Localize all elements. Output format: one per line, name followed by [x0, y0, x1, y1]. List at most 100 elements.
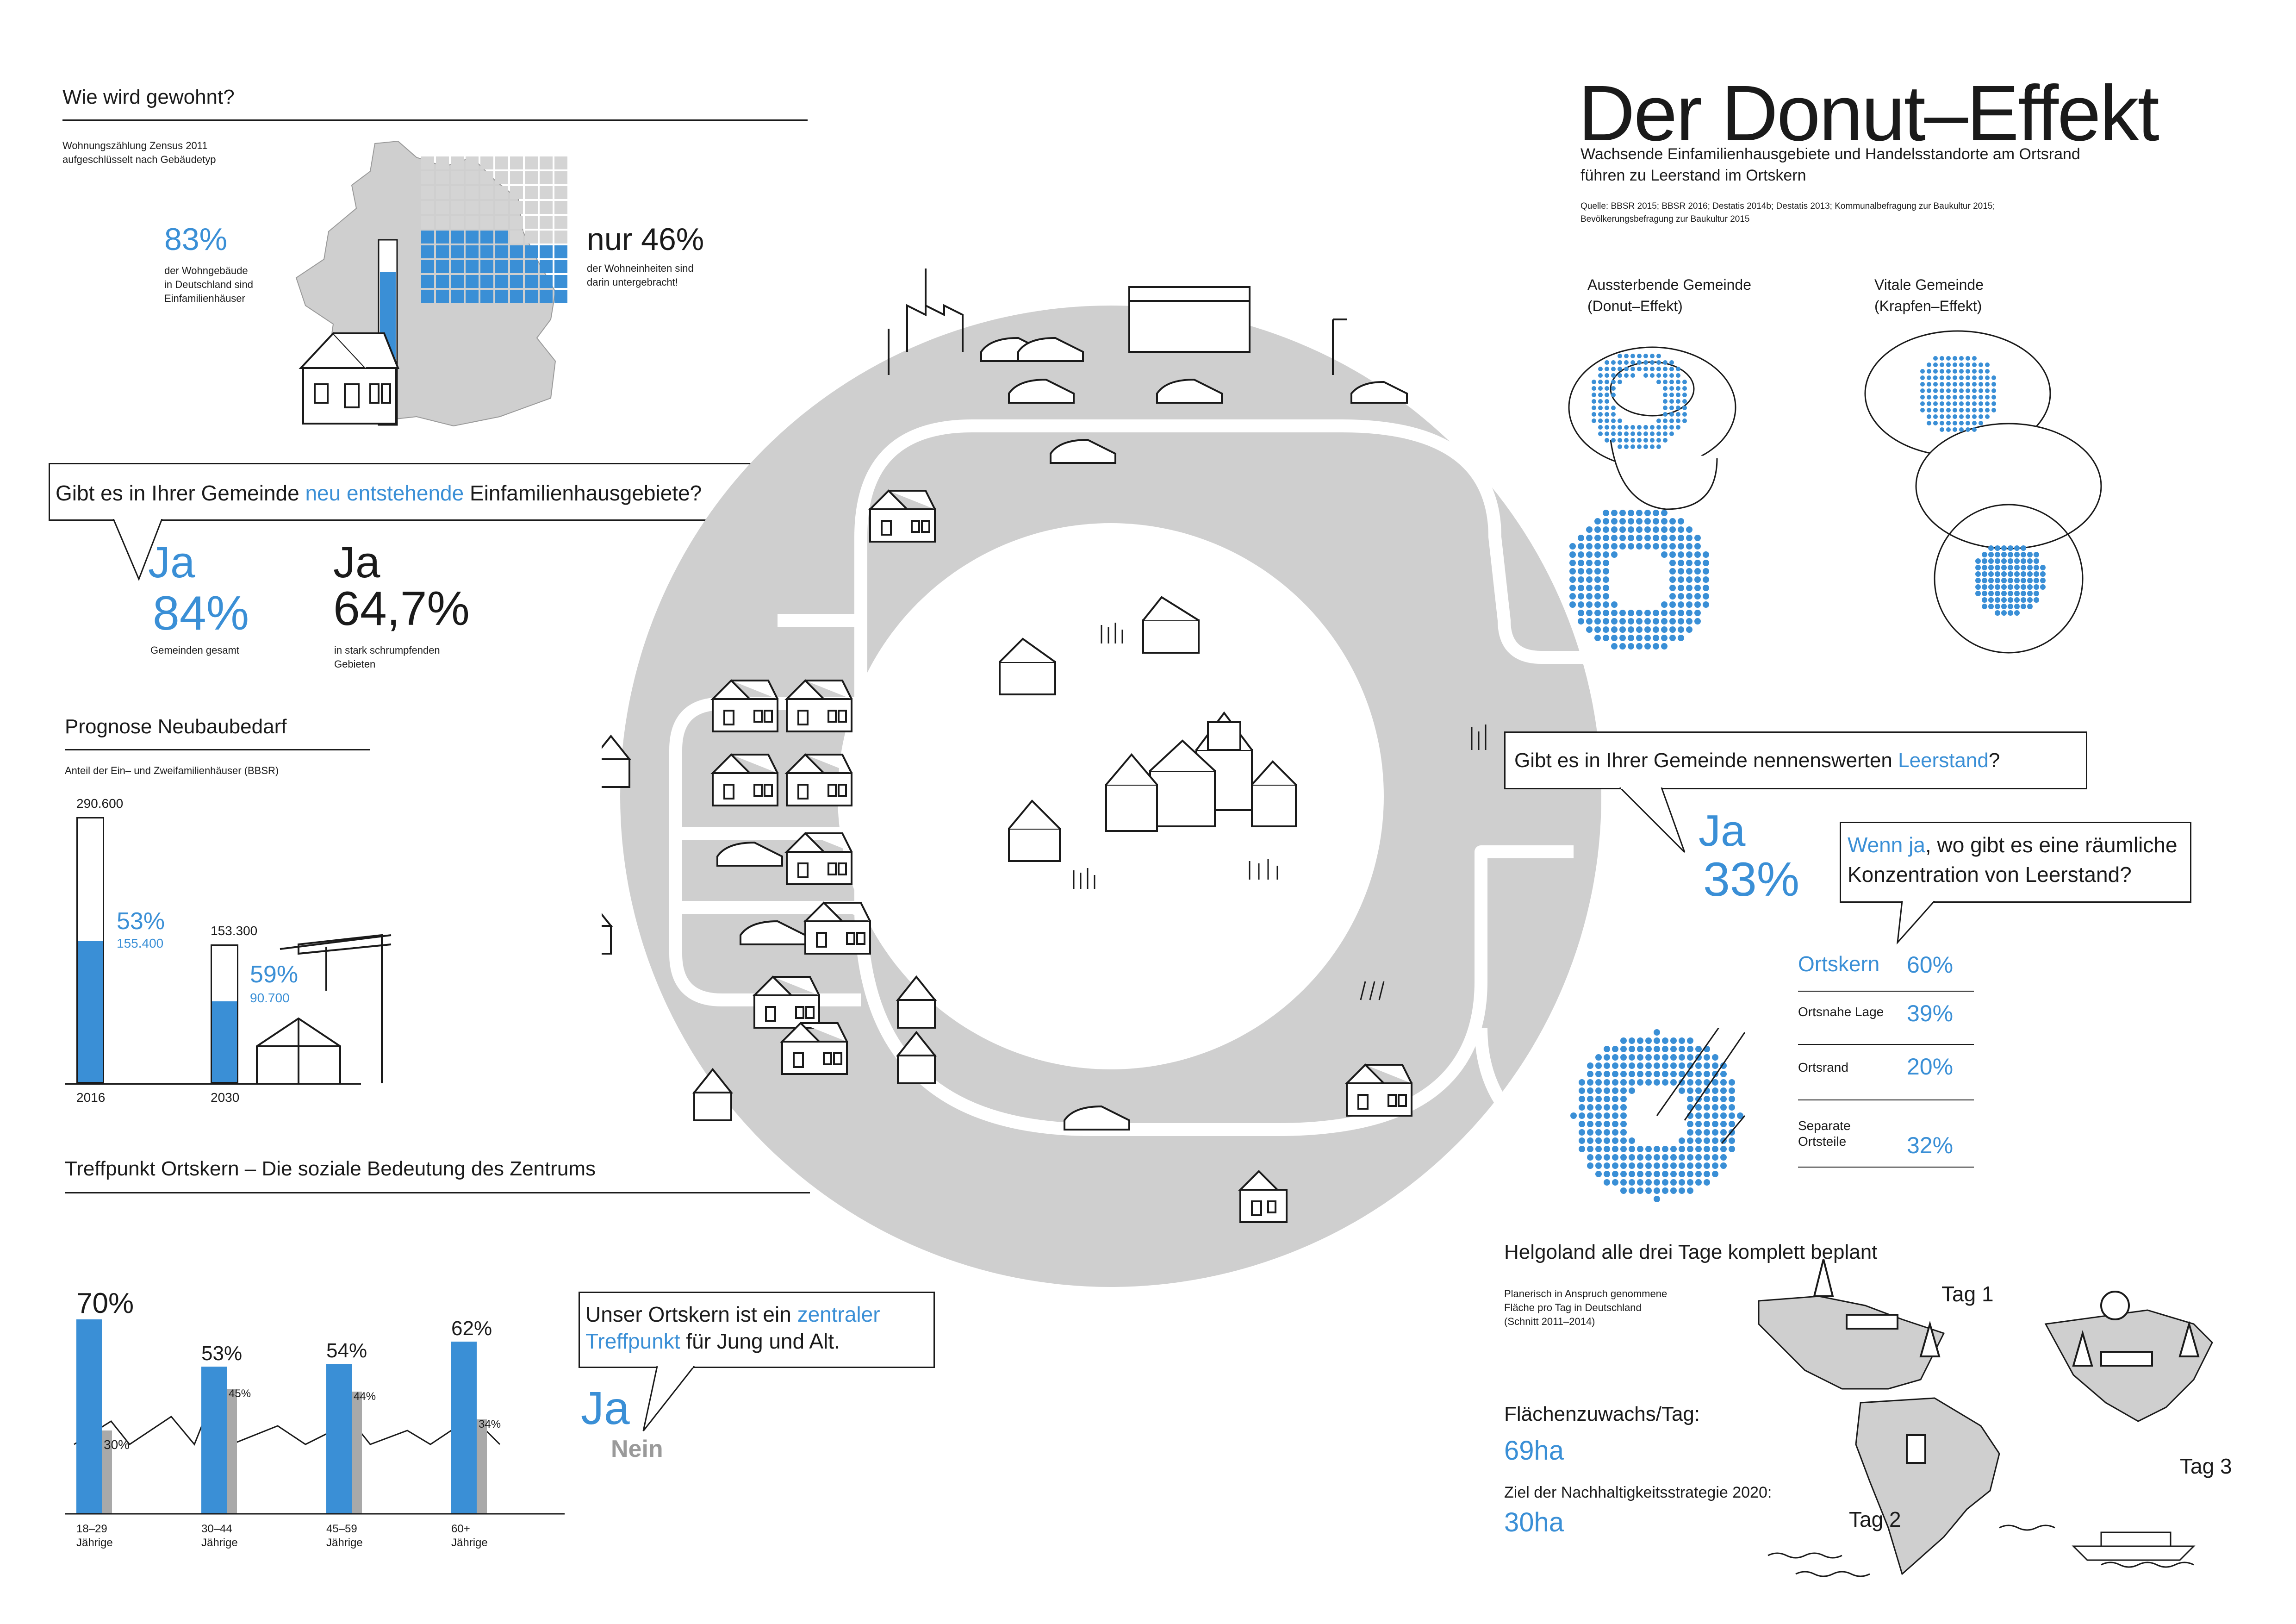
dot	[1927, 414, 1931, 419]
dot	[1612, 1062, 1618, 1069]
treffpunkt-nein: Nein	[611, 1436, 663, 1462]
dot	[1595, 1096, 1602, 1102]
grid-cell	[525, 290, 538, 303]
grid-cell	[554, 245, 567, 258]
dot	[1630, 431, 1635, 436]
dot	[1643, 431, 1648, 436]
dot	[2008, 545, 2013, 551]
dot	[1704, 1121, 1710, 1127]
dot	[2008, 604, 2013, 609]
dot	[1645, 1079, 1652, 1086]
dot	[1644, 618, 1651, 625]
dot	[1644, 635, 1651, 641]
dot	[2034, 578, 2039, 583]
dot	[1687, 1171, 1693, 1177]
dot	[1592, 418, 1596, 423]
grid-cell	[495, 231, 508, 244]
leer-item-1-label: Ortsnahe Lage	[1798, 1005, 1884, 1019]
dot	[1991, 382, 1996, 387]
nein-bar	[477, 1419, 487, 1514]
dot	[1578, 610, 1584, 616]
dot	[1988, 545, 1994, 551]
dot	[1619, 618, 1626, 625]
dot	[1653, 635, 1659, 641]
dot	[1604, 1054, 1610, 1061]
dot	[1654, 1179, 1660, 1186]
dot	[1687, 1062, 1693, 1069]
dot	[1603, 610, 1609, 616]
dot	[1959, 382, 1964, 387]
dot	[1594, 551, 1601, 558]
prognose-bar-2016	[76, 817, 104, 1083]
dot	[1629, 1046, 1635, 1052]
prognose-header: Prognose Neubaubedarf	[65, 715, 287, 738]
dot	[1940, 369, 1944, 374]
grid-cell	[554, 290, 567, 303]
dot	[2034, 584, 2039, 590]
dot	[1712, 1146, 1718, 1152]
dot	[1624, 438, 1629, 443]
dot	[1650, 354, 1655, 358]
dot	[1612, 1054, 1618, 1061]
dot	[1636, 518, 1643, 525]
dot	[1679, 1071, 1685, 1077]
house-icon	[784, 832, 852, 885]
dot	[1663, 393, 1668, 397]
dot	[1686, 618, 1692, 625]
dot	[1578, 543, 1584, 550]
dot	[1927, 388, 1931, 393]
dot	[1653, 535, 1659, 541]
dot	[1630, 367, 1635, 371]
dot	[1619, 626, 1626, 633]
dot	[1661, 618, 1668, 625]
helgoland-islands	[1758, 1259, 2213, 1577]
dot	[1612, 1121, 1618, 1127]
dot	[1695, 1162, 1702, 1169]
dot	[1712, 1162, 1718, 1169]
grid-cell	[436, 245, 449, 258]
dot	[1654, 1071, 1660, 1077]
dot	[1656, 425, 1661, 430]
grid-cell	[451, 290, 464, 303]
dot	[1712, 1079, 1718, 1086]
dot	[1720, 1104, 1727, 1111]
dot	[1686, 585, 1692, 591]
dot	[2027, 584, 2033, 590]
dot	[2001, 578, 2007, 583]
sources: Quelle: BBSR 2015; BBSR 2016; Destatis 2…	[1580, 200, 1995, 226]
dot	[1694, 543, 1701, 550]
subtitle-line-1: Wachsende Einfamilienhausgebiete und Han…	[1580, 145, 2080, 163]
dot	[1654, 1162, 1660, 1169]
dot	[1578, 535, 1584, 541]
neubau-label-2-l2: Gebieten	[334, 658, 376, 670]
dot	[1695, 1121, 1702, 1127]
dot	[2034, 565, 2039, 570]
donut-type-a: Aussterbende Gemeinde (Donut–Effekt)	[1587, 274, 1751, 317]
dot	[1920, 375, 1925, 380]
dot	[1670, 1054, 1677, 1061]
dot	[1694, 535, 1701, 541]
dot	[1669, 610, 1676, 616]
dot	[1645, 1062, 1652, 1069]
grid-cell	[480, 290, 493, 303]
dot	[1662, 1079, 1668, 1086]
grid-cell	[421, 186, 434, 199]
dot	[1586, 626, 1593, 633]
helgoland-tag-3: Tag 3	[2180, 1454, 2232, 1478]
dot	[1920, 388, 1925, 393]
dot	[1669, 431, 1674, 436]
dot	[1979, 408, 1983, 412]
dot	[1959, 401, 1964, 406]
dot	[1598, 393, 1603, 397]
dot	[1636, 618, 1643, 625]
treff-q-pre: Unser Ortskern ist ein	[585, 1302, 797, 1326]
dot	[2008, 597, 2013, 603]
dot	[1720, 1071, 1727, 1077]
grid-cell	[466, 275, 479, 288]
nein-bar	[227, 1389, 237, 1514]
dot	[1595, 1121, 1602, 1127]
dot	[1679, 1062, 1685, 1069]
ja-bar	[201, 1367, 227, 1514]
dot	[1604, 1112, 1610, 1119]
dot	[1669, 626, 1676, 633]
